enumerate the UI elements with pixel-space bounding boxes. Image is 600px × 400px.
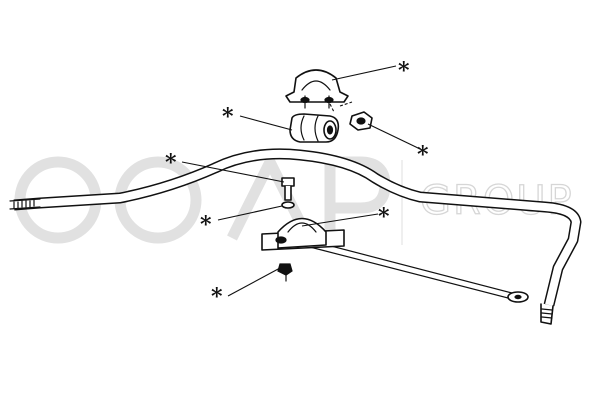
lower-clamp-assembly [261,217,345,251]
bushing-groove-2 [314,115,319,142]
leader-bolt [181,161,285,183]
bushing-bore [326,125,334,135]
leader-washer [217,205,283,221]
callout-nut-lower: * [211,284,223,310]
bushing-groove-1 [300,115,305,141]
lower-clamp-bolt-head [275,236,287,244]
upper-clamp-inner [301,80,331,91]
callout-clamp-lower: * [378,204,390,230]
leader-clamp-upper [331,65,397,81]
upper-nut [349,111,373,131]
bolt-head [281,177,295,187]
upper-clamp-body [285,69,349,103]
washer [281,201,295,209]
bar-threads-right [541,308,553,319]
bolt-shank [284,185,292,201]
bolt-assembly [281,177,295,209]
callout-markers: * * * * * * * [165,58,429,310]
rod-line-upper [307,239,513,294]
upper-nut-hole [356,117,366,125]
lower-clamp-inner [287,222,317,233]
callout-nut: * [417,142,429,168]
upper-clamp [285,69,353,113]
drop-link-rod [305,239,529,303]
upper-clamp-assembly-line-2 [339,101,353,107]
bar-threaded-end-left [9,198,41,210]
rubber-bushing [289,113,340,143]
upper-clamp-assembly-line [329,103,335,113]
watermark-letter-a [227,149,313,241]
bar-threads-left [13,199,35,209]
callout-washer: * [200,212,212,238]
lower-clamp-body [277,217,327,249]
leader-lines [181,65,419,297]
lower-nut-body [277,263,293,276]
leader-nut-lower [227,267,281,297]
stabilizer-bar [9,148,582,325]
rod-eye-hole [514,294,522,300]
lower-nut [277,263,293,282]
leader-nut [367,123,419,149]
upper-clamp-bolt-left [300,96,310,104]
callout-bolt: * [165,150,177,176]
callout-clamp-upper: * [398,58,410,84]
upper-clamp-bolt-right [324,96,334,104]
callout-bushing: * [222,104,234,130]
leader-bushing [239,115,293,131]
rod-line-lower [305,245,513,300]
bar-body [13,149,580,306]
leader-clamp-lower [301,213,379,227]
